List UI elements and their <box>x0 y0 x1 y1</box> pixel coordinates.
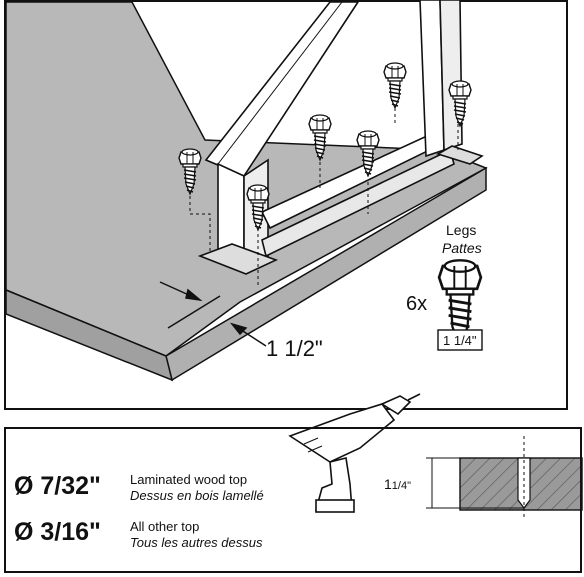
legs-title-fr: Pattes <box>442 240 482 256</box>
drill-label-fr-1: Dessus en bois lamellé <box>130 488 264 503</box>
drill-label-1: Laminated wood top <box>130 472 248 487</box>
depth-main: 1 <box>384 476 392 492</box>
drill-diameter-2: Ø 3/16" <box>14 518 101 546</box>
legs-title: Legs <box>446 222 477 238</box>
guide-lines <box>189 108 459 286</box>
dimension-indicator <box>159 281 267 347</box>
drill-icon <box>288 393 421 513</box>
drill-label-2: All other top <box>130 519 200 534</box>
drill-label-fr-2: Tous les autres dessus <box>130 535 263 550</box>
depth-fraction: 1/4" <box>391 480 411 492</box>
screw-length-tag <box>437 329 483 351</box>
dimension-label: 1 1/2" <box>266 336 323 361</box>
depth-diagram <box>426 436 583 520</box>
drill-diameter-1: Ø 7/32" <box>14 472 101 500</box>
drill-spec-panel <box>4 427 582 573</box>
depth-label: 11/4" <box>384 476 411 492</box>
screw-length-label: 1 1/4" <box>443 333 477 348</box>
legs-quantity: 6x <box>406 293 428 315</box>
